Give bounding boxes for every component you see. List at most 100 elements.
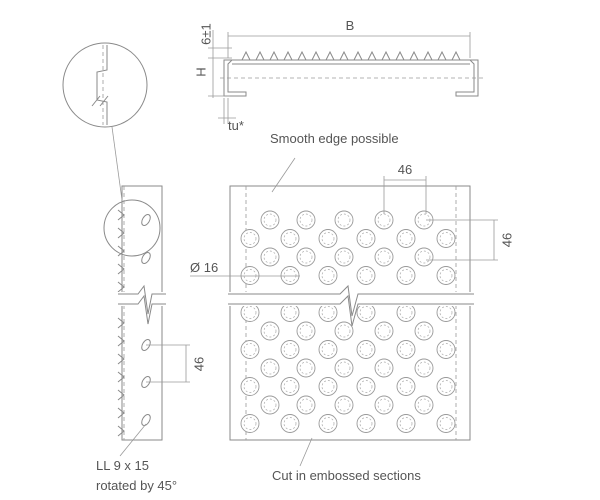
- profile-tooth: [451, 50, 461, 61]
- hole-inner: [439, 306, 453, 319]
- embossed-hole: [356, 377, 376, 396]
- embossed-hole: [396, 414, 416, 433]
- hole-inner: [359, 417, 373, 430]
- embossed-hole: [296, 247, 316, 267]
- hole-inner: [337, 361, 351, 375]
- embossed-hole: [396, 377, 416, 396]
- dimension-tooth-label: 6±1: [198, 23, 213, 45]
- hole-inner: [321, 269, 335, 282]
- slot-note-line-1: LL 9 x 15: [96, 458, 149, 473]
- embossed-hole: [334, 395, 354, 415]
- hole-inner: [399, 417, 413, 430]
- embossed-hole: [296, 395, 316, 415]
- hole-inner: [359, 269, 373, 282]
- side-tooth: [117, 335, 125, 347]
- embossed-hole: [436, 266, 456, 285]
- hole-inner: [321, 306, 335, 319]
- profile-tooth: [395, 50, 405, 61]
- embossed-hole: [356, 266, 376, 285]
- embossed-hole: [260, 395, 280, 415]
- embossed-hole: [280, 229, 300, 248]
- hole-inner: [263, 324, 277, 338]
- profile-tooth: [283, 50, 293, 61]
- embossed-hole: [318, 266, 338, 285]
- side-tooth: [117, 407, 125, 419]
- profile-tooth: [367, 50, 377, 61]
- profile-tooth: [255, 50, 265, 61]
- pitch-v-label: 46: [499, 233, 514, 247]
- hole-inner: [243, 232, 257, 245]
- embossed-hole: [280, 340, 300, 359]
- embossed-hole: [240, 229, 260, 248]
- hole-inner: [359, 380, 373, 393]
- hole-inner: [359, 232, 373, 245]
- slot-hole: [141, 376, 151, 388]
- embossed-hole: [280, 377, 300, 396]
- embossed-hole: [374, 358, 394, 378]
- hole-inner: [417, 398, 431, 412]
- embossed-hole: [436, 340, 456, 359]
- hole-inner: [417, 361, 431, 375]
- hole-inner: [399, 269, 413, 282]
- slot-pitch-label: 46: [191, 357, 206, 371]
- hole-inner: [299, 361, 313, 375]
- hole-inner: [377, 361, 391, 375]
- profile-view: B 6±1 H tu*: [193, 18, 484, 133]
- detail-circle-small: [103, 199, 161, 257]
- embossed-hole: [414, 395, 434, 415]
- side-break-top: [118, 284, 166, 315]
- side-view: 46 LL 9 x 15 rotated by 45°: [96, 185, 206, 493]
- embossed-hole: [374, 395, 394, 415]
- hole-inner: [283, 417, 297, 430]
- break-line-bottom: [228, 294, 474, 327]
- profile-tooth: [353, 50, 363, 61]
- side-break-gap: [116, 292, 166, 306]
- hole-inner: [263, 213, 277, 227]
- embossed-hole: [260, 321, 280, 341]
- embossed-hole: [296, 358, 316, 378]
- side-tooth: [117, 263, 125, 275]
- detail-tooth: [91, 95, 109, 107]
- hole-inner: [283, 232, 297, 245]
- embossed-hole: [414, 247, 434, 267]
- embossed-hole: [396, 340, 416, 359]
- hole-inner: [399, 343, 413, 356]
- hole-inner: [439, 232, 453, 245]
- profile-tooth: [311, 50, 321, 61]
- profile-tooth: [339, 50, 349, 61]
- detail-view: [62, 42, 161, 257]
- side-tooth: [117, 209, 125, 221]
- side-outline: [121, 185, 163, 441]
- profile-left-leg: [223, 59, 247, 97]
- embossed-hole: [374, 321, 394, 341]
- embossed-hole: [436, 414, 456, 433]
- side-tooth: [117, 425, 125, 437]
- hole-inner: [321, 232, 335, 245]
- slot-note-line-2: rotated by 45°: [96, 478, 177, 493]
- hole-inner: [399, 232, 413, 245]
- embossed-hole: [240, 340, 260, 359]
- hole-inner: [439, 343, 453, 356]
- embossed-hole: [240, 414, 260, 433]
- hole-inner: [359, 306, 373, 319]
- slot-pattern: [141, 214, 151, 426]
- embossed-hole: [436, 377, 456, 396]
- hole-inner: [243, 380, 257, 393]
- embossed-hole: [414, 358, 434, 378]
- hole-inner: [359, 343, 373, 356]
- slot-hole: [141, 414, 151, 426]
- side-break-bottom: [118, 294, 166, 325]
- embossed-hole: [318, 229, 338, 248]
- embossed-hole: [318, 377, 338, 396]
- profile-tooth: [409, 50, 419, 61]
- hole-inner: [243, 343, 257, 356]
- embossed-hole: [334, 358, 354, 378]
- hole-inner: [321, 417, 335, 430]
- embossed-hole: [436, 229, 456, 248]
- front-view: 46 46 Ø 16 Smooth edge possible Cut in e…: [190, 131, 514, 483]
- detail-profile: [96, 45, 108, 125]
- embossed-hole: [296, 321, 316, 341]
- dimension-h-label: H: [193, 67, 208, 76]
- hole-inner: [243, 269, 257, 282]
